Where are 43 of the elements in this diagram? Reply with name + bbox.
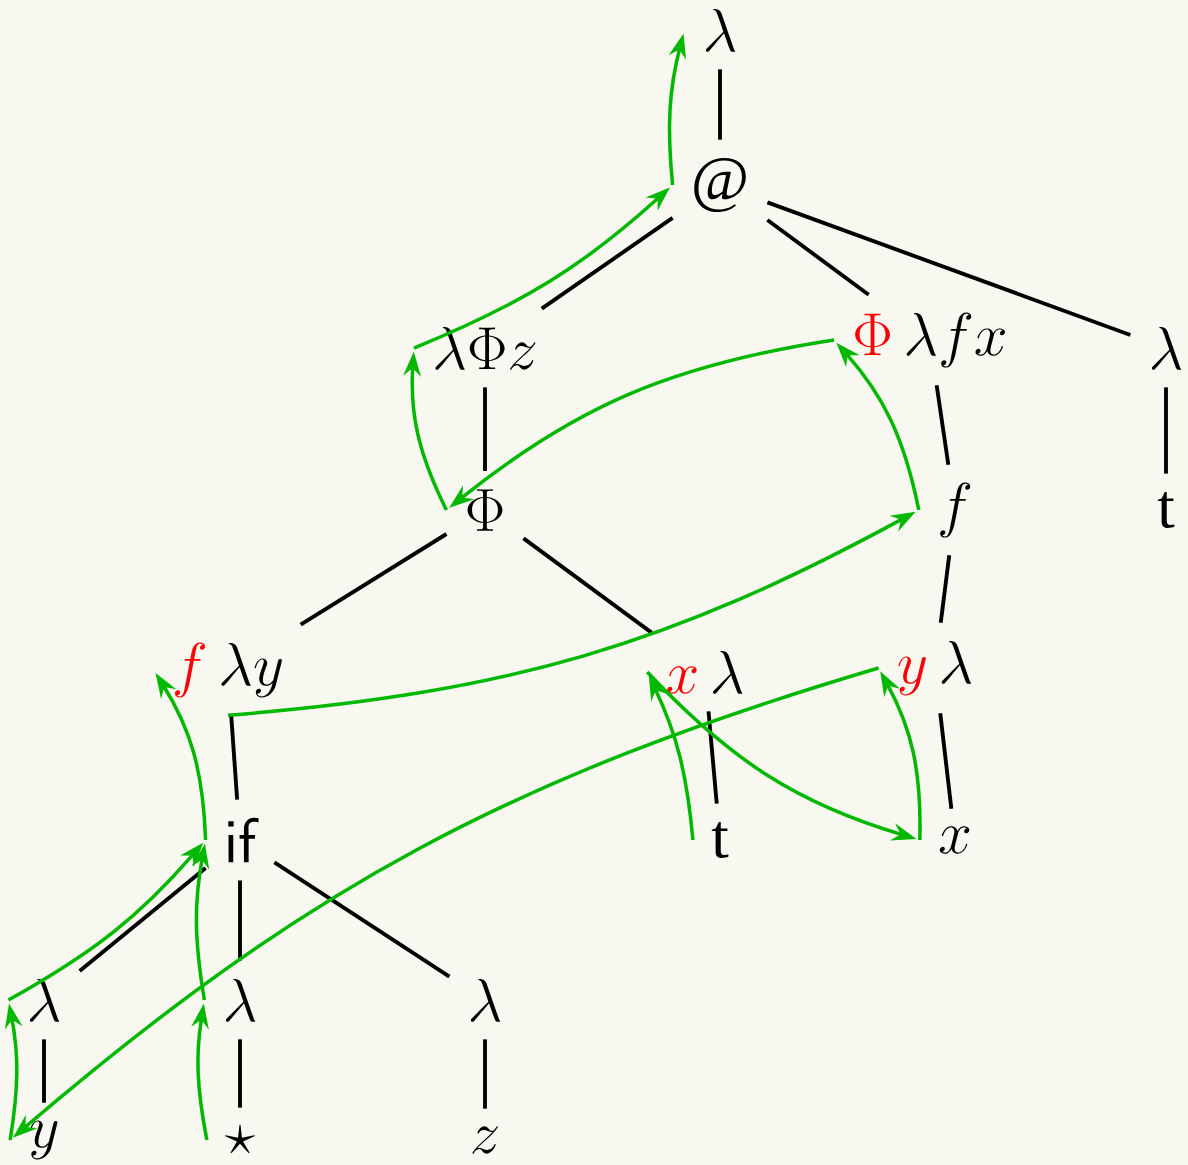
tree-edge: [229, 715, 240, 800]
tree-edge: [273, 860, 451, 979]
tree-edge: [718, 69, 722, 140]
tree-edge: [42, 1039, 46, 1103]
tree-edge: [938, 555, 952, 623]
beside-label: $f$: [175, 642, 206, 698]
tree-node-label: $\lambda$: [29, 978, 60, 1022]
tree-node-label: $y$: [30, 1120, 58, 1160]
tree-edge: [522, 536, 653, 635]
tree-edge: [1164, 387, 1168, 474]
tree-edge: [934, 385, 951, 466]
tree-edge: [766, 200, 1132, 337]
tree-edge: [483, 1039, 487, 1109]
tree-edge: [78, 866, 207, 973]
beside-label: $\Phi$: [855, 313, 890, 356]
tree-node-label: $\lambda$: [1151, 326, 1182, 370]
tree-edge: [766, 218, 870, 297]
tree-edge: [540, 216, 674, 311]
tree-node-label: $f$: [940, 482, 971, 538]
beside-label: $x$: [667, 666, 697, 694]
tree-node-label: $\lambda\Phi z$: [435, 326, 536, 370]
tree-node-label: $\mathrm{t}$: [711, 821, 729, 859]
tree-node-label: $@$: [694, 157, 746, 213]
tree-node-label: $\mathrm{t}$: [1157, 491, 1175, 529]
tree-node-label: $\lambda$: [225, 978, 256, 1022]
tree-node-label: $x$: [939, 826, 970, 854]
tree-node-label: $\Phi$ $\lambda f x$: [855, 312, 1005, 368]
tree-node-label: $\mathsf{if}$: [228, 817, 259, 863]
tree-edge: [706, 711, 719, 804]
tree-edge: [938, 713, 954, 809]
tree-node-label: $\Phi$: [467, 489, 503, 531]
tree-edge: [238, 1039, 242, 1108]
tree-node-label: $y$ $\lambda$: [898, 641, 972, 696]
beside-label: $y$: [898, 656, 926, 696]
tree-edge: [299, 532, 448, 627]
tree-node-label: $f$ $\lambda y$: [175, 642, 282, 698]
tree-node-label: $\star$: [225, 1124, 255, 1154]
tree-edge: [483, 387, 487, 471]
tree-node-label: $x$ $\lambda$: [667, 650, 743, 694]
tree-node-label: $\lambda$: [705, 8, 736, 52]
tree-node-label: $\lambda$: [470, 978, 501, 1022]
tree-edge: [238, 880, 242, 961]
tree-node-label: $z$: [472, 1126, 498, 1154]
